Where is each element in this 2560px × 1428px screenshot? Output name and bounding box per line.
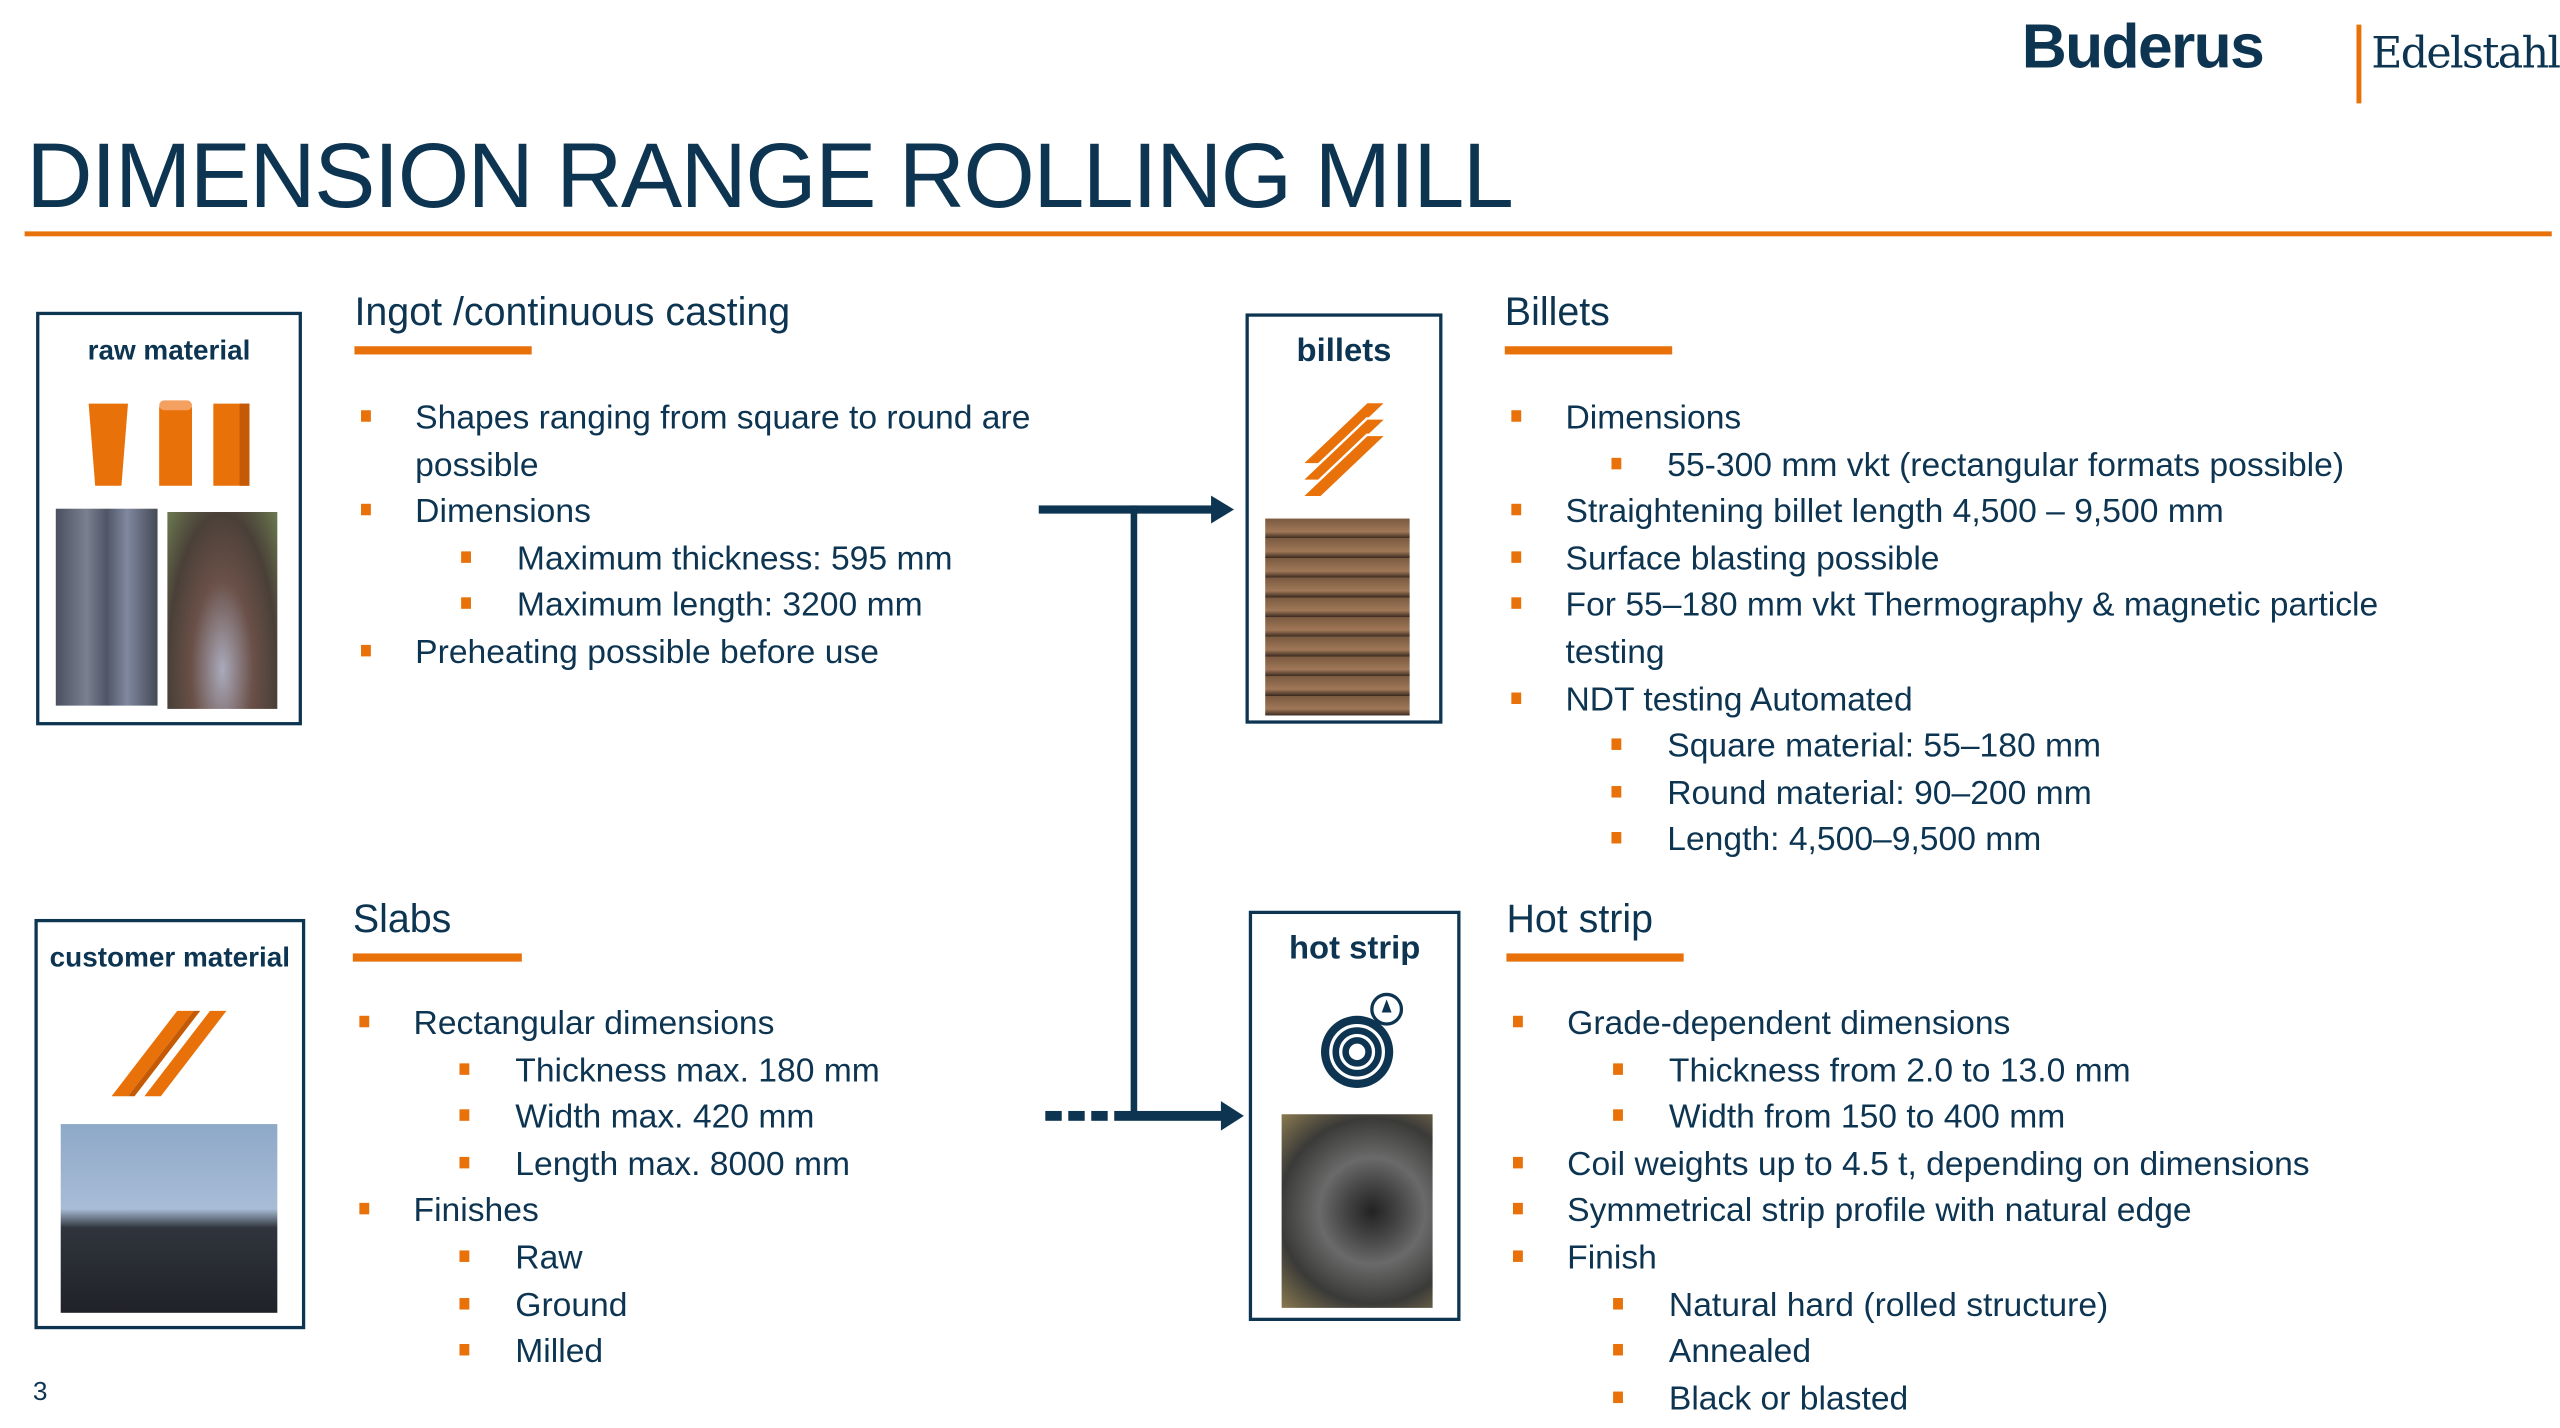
process-flow-arrows: [1038, 495, 1244, 1131]
raw-material-box: raw material: [36, 311, 302, 726]
list-item: Straightening billet length 4,500 – 9,50…: [1505, 489, 2378, 536]
list-item: NDT testing Automated: [1505, 677, 2378, 724]
billets-box: billets: [1245, 313, 1443, 724]
billets-photo: [1265, 518, 1410, 716]
ingot-underline: [354, 346, 532, 355]
billets-heading: Billets: [1504, 290, 1610, 335]
list-item: Preheating possible before use: [354, 630, 1030, 677]
list-item: Finish: [1506, 1236, 2309, 1283]
page-title: DIMENSION RANGE ROLLING MILL: [26, 123, 1514, 227]
list-item: testing: [1565, 633, 1665, 672]
list-item: Ground: [353, 1283, 880, 1330]
slabs-photo: [60, 1124, 278, 1313]
list-item: Natural hard (rolled structure): [1506, 1283, 2309, 1330]
slabs-list: Rectangular dimensions Thickness max. 18…: [353, 1001, 880, 1376]
list-item: Maximum thickness: 595 mm: [354, 536, 1030, 583]
list-item: Thickness from 2.0 to 13.0 mm: [1506, 1048, 2309, 1095]
list-item: Grade-dependent dimensions: [1506, 1001, 2309, 1048]
title-rule: [24, 231, 2552, 237]
hot-strip-label: hot strip: [1289, 930, 1421, 967]
billets-label: billets: [1296, 333, 1392, 370]
slabs-underline: [352, 953, 522, 962]
customer-material-label: customer material: [49, 941, 290, 974]
hot-strip-photo: [1281, 1114, 1433, 1308]
list-item: Black or blasted: [1506, 1376, 2309, 1423]
billets-underline: [1504, 346, 1673, 355]
list-item: Length max. 8000 mm: [353, 1142, 880, 1189]
list-item: Surface blasting possible: [1505, 536, 2378, 583]
ingot-icon: [88, 400, 250, 486]
list-item: Maximum length: 3200 mm: [354, 583, 1030, 630]
list-item: possible: [415, 445, 539, 484]
list-item: 55-300 mm vkt (rectangular formats possi…: [1505, 442, 2378, 489]
list-item: Width max. 420 mm: [353, 1095, 880, 1142]
hot-strip-heading: Hot strip: [1506, 897, 1654, 942]
raw-material-label: raw material: [87, 334, 251, 366]
list-item: Width from 150 to 400 mm: [1506, 1095, 2309, 1142]
list-item: Dimensions: [354, 489, 1030, 536]
logo-divider: [2356, 24, 2362, 104]
slab-icon: [111, 1010, 227, 1097]
page-number: 3: [32, 1378, 48, 1407]
logo-subbrand: Edelstahl: [2371, 29, 2560, 79]
list-item: Milled: [353, 1329, 880, 1376]
billet-stack-icon: [1298, 400, 1390, 499]
list-item: Length: 4,500–9,500 mm: [1505, 818, 2378, 865]
list-item: Shapes ranging from square to round are: [354, 395, 1030, 442]
list-item: Raw: [353, 1236, 880, 1283]
coil-icon: [1321, 992, 1404, 1088]
list-item: Thickness max. 180 mm: [353, 1048, 880, 1095]
customer-material-box: customer material: [34, 918, 306, 1330]
list-item: Coil weights up to 4.5 t, depending on d…: [1506, 1142, 2310, 1189]
ingot-heading: Ingot /continuous casting: [354, 290, 791, 335]
logo-brand: Buderus: [2021, 13, 2265, 83]
ingot-photo: [55, 508, 158, 706]
slabs-heading: Slabs: [352, 897, 452, 942]
round-bar-photo: [167, 511, 278, 709]
list-item: Finishes: [353, 1189, 880, 1236]
list-item: Square material: 55–180 mm: [1505, 724, 2378, 771]
list-item: Rectangular dimensions: [353, 1001, 880, 1048]
list-item: Round material: 90–200 mm: [1505, 771, 2378, 818]
list-item: Dimensions: [1505, 395, 2378, 442]
hot-strip-list: Grade-dependent dimensions Thickness fro…: [1506, 1001, 2310, 1423]
billets-list: Dimensions 55-300 mm vkt (rectangular fo…: [1505, 395, 2378, 864]
list-item: For 55–180 mm vkt Thermography & magneti…: [1505, 583, 2378, 630]
list-item: Annealed: [1506, 1329, 2309, 1376]
hot-strip-box: hot strip: [1248, 910, 1461, 1322]
list-item: Symmetrical strip profile with natural e…: [1506, 1189, 2309, 1236]
hot-strip-underline: [1506, 953, 1684, 962]
ingot-list: Shapes ranging from square to round are …: [354, 395, 1030, 677]
